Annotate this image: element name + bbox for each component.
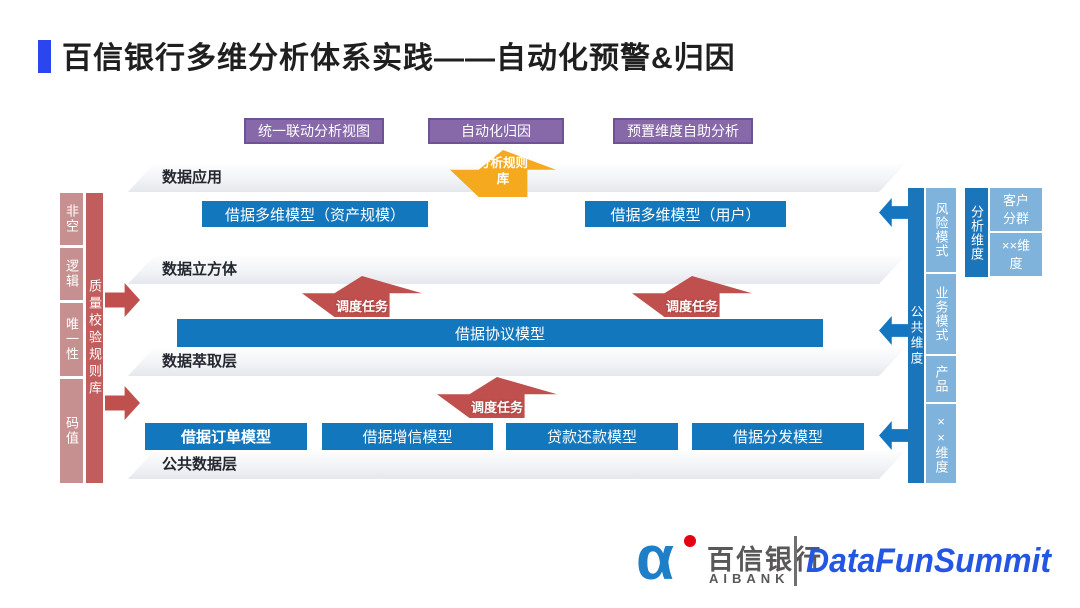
schedule-task-arrow-icon: 调度任务 — [437, 377, 557, 418]
dimension-xx: ××维度 — [926, 404, 956, 483]
model-loan-agreement: 借据协议模型 — [177, 319, 823, 347]
layer-common-data: 公共数据层 — [128, 451, 905, 479]
aibank-logo-dot-icon — [684, 535, 696, 547]
dimension-business-mode: 业务模式 — [926, 274, 956, 354]
right-arrow-icon — [105, 283, 140, 317]
schedule-task-label: 调度任务 — [665, 299, 719, 314]
analysis-dim-xx: ××维度 — [990, 233, 1042, 276]
aibank-logo-chinese: 百信银行 — [707, 545, 823, 575]
left-arrow-icon — [879, 316, 908, 345]
analysis-dimension-bar: 分析维度 — [965, 188, 988, 277]
aibank-logo-english: AIBANK — [709, 571, 790, 586]
quality-rule-logic: 逻辑 — [60, 248, 83, 300]
layer-label: 数据应用 — [162, 169, 223, 186]
datafunsummit-logo: DataFunSummit — [806, 542, 1052, 580]
model-loan-distribution: 借据分发模型 — [692, 423, 864, 450]
dimension-risk-mode: 风险模式 — [926, 188, 956, 272]
schedule-task-label: 调度任务 — [335, 299, 389, 314]
title-accent-bar — [38, 40, 51, 73]
left-arrow-icon — [879, 421, 908, 450]
model-loan-credit-enhance: 借据增信模型 — [322, 423, 493, 450]
layer-label: 公共数据层 — [162, 456, 238, 473]
quality-rule-code-value: 码值 — [60, 379, 83, 483]
capability-automated-attribution: 自动化归因 — [428, 118, 564, 144]
capability-preset-dimension-selfservice: 预置维度自助分析 — [613, 118, 753, 144]
common-dimension-bar: 公共维度 — [908, 188, 924, 483]
analysis-dim-customer-segment: 客户分群 — [990, 188, 1042, 231]
layer-data-extract: 数据萃取层 — [128, 348, 905, 376]
left-arrow-icon — [879, 198, 908, 227]
model-loan-repayment: 贷款还款模型 — [506, 423, 678, 450]
model-loan-multidim-user: 借据多维模型（用户） — [585, 201, 786, 227]
layer-label: 数据萃取层 — [162, 353, 238, 370]
analysis-rules-arrow-label: 分析规则库 — [477, 156, 528, 187]
logo-divider — [794, 536, 797, 586]
schedule-task-label: 调度任务 — [470, 400, 524, 415]
right-arrow-icon — [105, 386, 140, 420]
model-loan-multidim-asset: 借据多维模型（资产规模） — [202, 201, 428, 227]
layer-label: 数据立方体 — [162, 261, 238, 278]
capability-unified-linked-analysis: 统一联动分析视图 — [244, 118, 384, 144]
page-title: 百信银行多维分析体系实践——自动化预警&归因 — [62, 42, 736, 75]
quality-rule-uniqueness: 唯一性 — [60, 303, 83, 376]
aibank-logo: α — [636, 524, 700, 595]
layer-data-cube: 数据立方体 — [128, 256, 905, 284]
aibank-alpha-icon: α — [636, 524, 675, 593]
dimension-product: 产品 — [926, 356, 956, 402]
quality-rule-not-null: 非空 — [60, 193, 83, 245]
quality-rules-library-bar: 质量校验规则库 — [86, 193, 103, 483]
model-loan-order: 借据订单模型 — [145, 423, 307, 450]
